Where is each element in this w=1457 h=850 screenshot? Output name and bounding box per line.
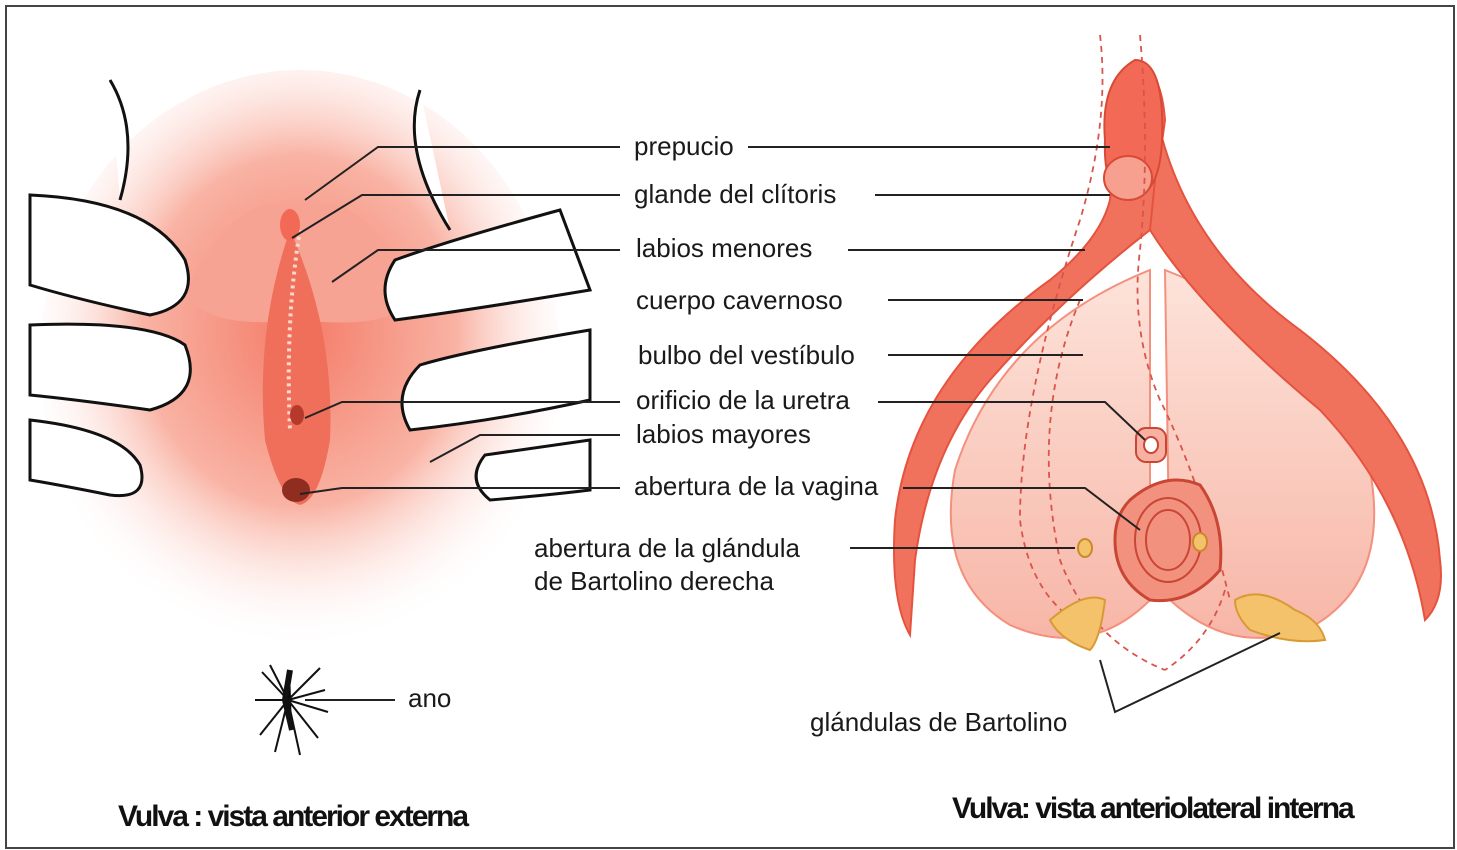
vagina-shape [282, 478, 310, 502]
bulb-left [951, 270, 1150, 638]
anus-drawing [255, 665, 328, 755]
label-bulbo-vestibulo: bulbo del vestíbulo [638, 339, 855, 372]
bartholin-opening-left [1193, 533, 1207, 551]
label-bartolino-line2: de Bartolino derecha [534, 565, 774, 598]
label-labios-menores: labios menores [636, 232, 812, 265]
label-glandulas-bartolino: glándulas de Bartolino [810, 706, 1067, 739]
urethra-shape [290, 405, 304, 425]
label-orificio-uretra: orificio de la uretra [636, 384, 850, 417]
caption-right: Vulva: vista anteriolateral interna [952, 792, 1353, 826]
bartholin-opening-right [1078, 539, 1092, 557]
clitoris-shape [280, 209, 300, 241]
caption-left: Vulva : vista anterior externa [118, 800, 467, 834]
label-cuerpo-cavernoso: cuerpo cavernoso [636, 284, 843, 317]
label-prepucio: prepucio [634, 130, 734, 163]
label-abertura-vagina: abertura de la vagina [634, 470, 878, 503]
external-view [30, 70, 590, 755]
label-labios-mayores: labios mayores [636, 418, 811, 451]
leader-glandulas [1100, 633, 1280, 712]
label-glande-clitoris: glande del clítoris [634, 178, 836, 211]
label-ano: ano [408, 682, 451, 715]
internal-view [894, 35, 1441, 670]
label-bartolino-line1: abertura de la glándula [534, 532, 800, 565]
